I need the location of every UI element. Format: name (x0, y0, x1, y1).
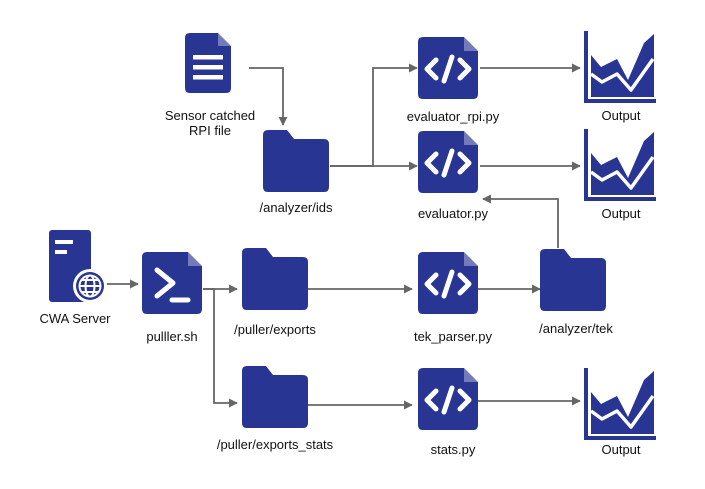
document-icon (185, 33, 231, 93)
folder-icon (263, 130, 329, 192)
evaluator-label: evaluator.py (417, 206, 489, 221)
sensor-file-label-line-2: RPI file (189, 123, 231, 138)
output-1-label: Output (601, 108, 641, 123)
folder-icon (242, 366, 308, 428)
puller-exports-label: /puller/exports (234, 322, 316, 337)
puller-sh-label: pulller.sh (146, 329, 198, 344)
shell-script-icon (142, 252, 202, 314)
connector-sensor-to-ids (249, 67, 288, 126)
code-file-icon (418, 37, 478, 99)
area-chart-icon (584, 127, 658, 201)
code-file-icon (418, 368, 478, 430)
area-chart-icon (584, 366, 658, 440)
tek-parser-label: tek_parser.py (413, 329, 493, 344)
connector-puller-to-exports-stats (203, 288, 238, 408)
output-3-label: Output (601, 442, 641, 457)
analyzer-tek-label: /analyzer/tek (539, 321, 613, 336)
cwa-server-label: CWA Server (39, 311, 111, 326)
connector-analyzer-tek-to-evaluator (482, 194, 559, 248)
sensor-file-label: Sensor catched RPI file (145, 108, 275, 138)
analyzer-ids-label: /analyzer/ids (259, 200, 333, 215)
puller-exports-stats-label: /puller/exports_stats (216, 437, 334, 452)
sensor-file-label-line-1: Sensor catched (164, 108, 256, 123)
code-file-icon (418, 131, 478, 193)
folder-icon (540, 249, 606, 311)
code-file-icon (418, 252, 478, 314)
evaluator-rpi-label: evaluator_rpi.py (406, 109, 500, 124)
server-globe-icon (48, 229, 108, 304)
folder-icon (242, 248, 308, 310)
stats-label: stats.py (430, 442, 476, 457)
output-2-label: Output (601, 206, 641, 221)
area-chart-icon (584, 29, 658, 103)
